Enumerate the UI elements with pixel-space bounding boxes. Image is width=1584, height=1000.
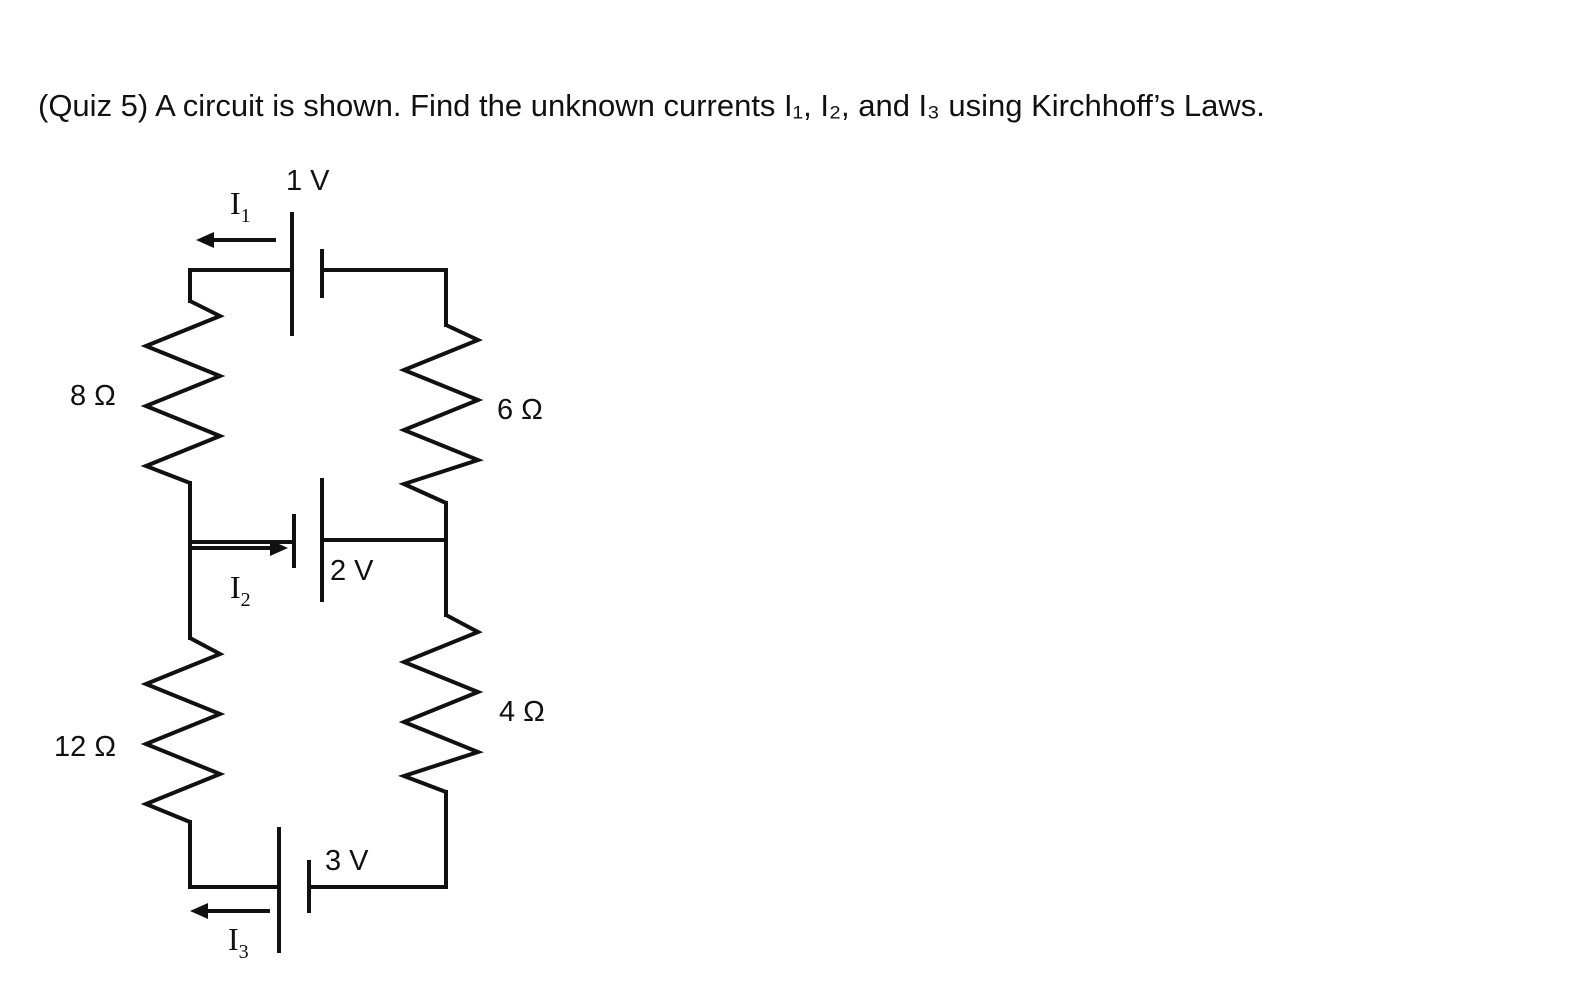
label-resistor-12: 12 Ω [54,731,116,763]
label-battery-3v: 3 V [325,845,369,877]
question-text: (Quiz 5) A circuit is shown. Find the un… [38,88,1265,123]
label-resistor-6: 6 Ω [497,394,543,426]
wire-bottom-right [307,790,448,889]
resistor-8-ohm [140,299,226,485]
label-resistor-8: 8 Ω [70,380,116,412]
arrow-I1 [196,232,276,248]
label-current-I3: I3 [228,921,249,963]
arrow-I3 [190,903,270,919]
label-battery-1v: 1 V [286,165,330,197]
wire-top-right [320,268,448,327]
label-current-I2: I2 [230,569,251,611]
resistor-12-ohm [140,636,226,824]
label-battery-2v: 2 V [330,555,374,587]
arrow-I2 [192,540,288,556]
resistor-6-ohm [398,323,484,505]
resistor-4-ohm [397,613,484,794]
wire-bottom-left [188,820,281,889]
label-current-I1: I1 [230,185,251,227]
label-resistor-4: 4 Ω [499,696,545,728]
wire-top-left [188,268,294,303]
